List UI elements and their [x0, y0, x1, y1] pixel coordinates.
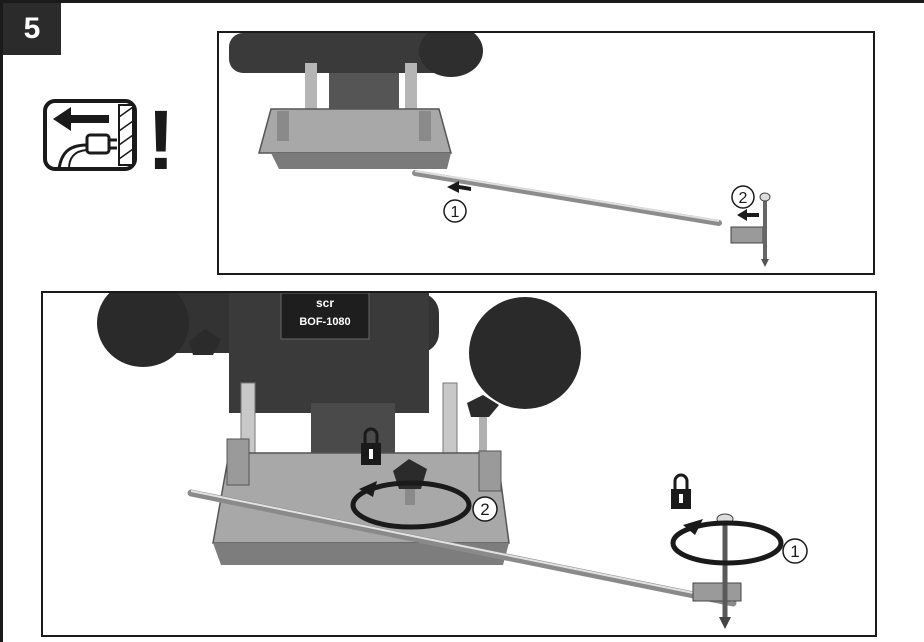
unplug-warning-icon: !: [43, 95, 175, 175]
centring-pin-holder: [692, 582, 742, 602]
left-handle: [97, 293, 189, 367]
callout-1-circle: [443, 199, 467, 223]
right-handle: [469, 297, 581, 409]
arrow-left-icon: [737, 209, 759, 221]
callout-2-circle: [731, 185, 755, 209]
callout-1-circle: [782, 538, 808, 564]
brand-fragment: scr: [316, 296, 334, 310]
exclamation-mark: !: [147, 95, 175, 175]
rotate-arrow-icon: [670, 520, 784, 566]
callout-1-label: 1: [790, 542, 799, 561]
callout-2-circle: [472, 496, 498, 522]
figure-insert-guide-rod: 1 2: [217, 31, 875, 275]
figure-tighten-guide: scr BOF-1080: [41, 291, 877, 637]
centring-pin-holder: [730, 226, 764, 244]
callout-2-label: 2: [480, 500, 489, 519]
model-label-plate: [280, 293, 370, 340]
callout-1-label: 1: [451, 204, 460, 221]
lock-icon: [361, 427, 381, 465]
rotate-arrow-icon: [350, 480, 472, 530]
callout-2-label: 2: [739, 190, 748, 207]
step-number-badge: 5: [3, 3, 61, 55]
guide-rod: [187, 489, 737, 607]
lock-icon: [671, 473, 691, 509]
model-label: BOF-1080: [299, 316, 350, 328]
router-motor: [229, 33, 459, 73]
guide-rod: [412, 170, 722, 226]
arrow-left-icon: [447, 181, 471, 193]
